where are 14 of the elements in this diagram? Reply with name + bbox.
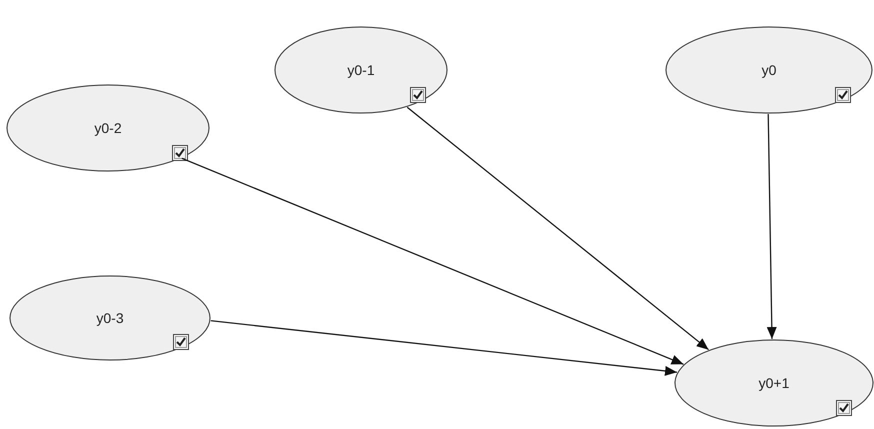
arrow bbox=[210, 320, 678, 376]
arrow bbox=[766, 114, 777, 340]
ellipse-node bbox=[665, 26, 873, 114]
node-label: y0-2 bbox=[93, 120, 123, 136]
arrow bbox=[406, 106, 709, 350]
ellipse-node bbox=[674, 339, 874, 427]
node-label: y0 bbox=[760, 62, 778, 78]
node-label: y0-1 bbox=[346, 62, 376, 78]
arrow bbox=[182, 158, 684, 365]
node-label: y0+1 bbox=[758, 375, 790, 391]
node-label: y0-3 bbox=[95, 310, 125, 326]
ellipse-node bbox=[6, 84, 210, 172]
ellipse-node bbox=[9, 275, 211, 361]
ellipse-node bbox=[274, 26, 448, 114]
